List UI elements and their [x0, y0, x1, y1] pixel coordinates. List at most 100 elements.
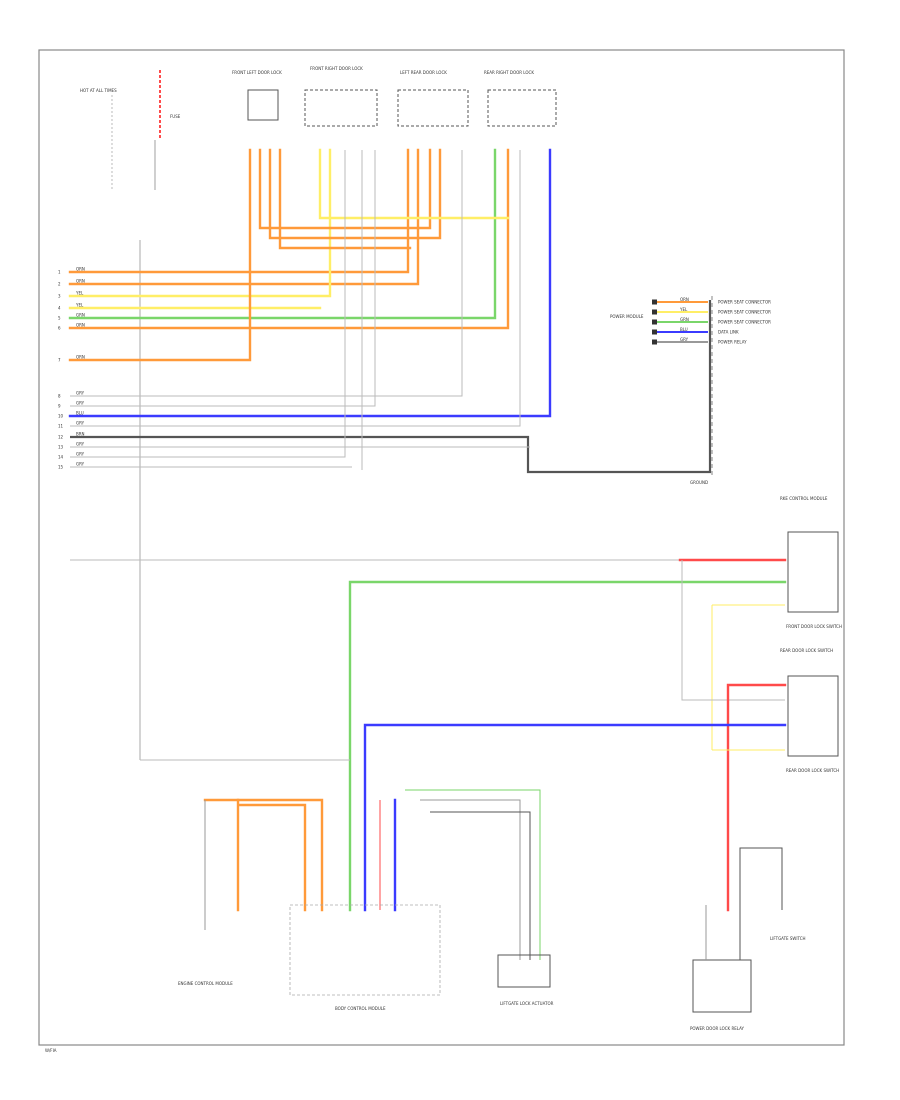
wire-orange-1 — [68, 148, 410, 274]
right-module-pin-code: BLU — [680, 327, 688, 332]
left-wire-code: GRN — [76, 313, 85, 318]
right-module-pin-code: ORN — [680, 297, 689, 302]
rear-left-door-lock — [397, 89, 469, 127]
bcm-wire-dark — [430, 811, 531, 960]
left-wire-code: GRY — [76, 442, 85, 447]
left-wire-code: ORN — [76, 323, 85, 328]
bottom-components: ENGINE CONTROL MODULE BODY CONTROL MODUL… — [140, 759, 806, 1031]
switch2-wire-blue — [363, 723, 787, 912]
bcm-outline — [289, 904, 441, 996]
right-module-pins: ORN POWER SEAT CONNECTOR YEL POWER SEAT CON… — [652, 297, 771, 345]
top-component-label: FRONT RIGHT DOOR LOCK — [310, 66, 363, 71]
left-pin-number: 14 — [58, 455, 64, 460]
wire-dark-12 — [70, 300, 712, 474]
switch2-wire-red — [726, 683, 787, 912]
right-module-title: POWER MODULE — [610, 314, 644, 319]
left-wire-code: YEL — [75, 303, 84, 308]
diagram-frame — [38, 49, 845, 1046]
wire-orange-2 — [68, 148, 420, 286]
left-wire-code: ORN — [76, 355, 85, 360]
fuse-label: FUSE — [170, 114, 181, 119]
wire-orange-loop-c — [278, 148, 412, 250]
left-pin-number: 1 — [58, 270, 61, 275]
left-wire-code: GRY — [76, 391, 85, 396]
wire-yellow-3 — [68, 148, 332, 298]
bottom-orange-b — [236, 798, 307, 912]
left-pin-number: 10 — [58, 414, 64, 419]
top-component-label: FRONT LEFT DOOR LOCK — [232, 70, 282, 75]
switch-caption: REAR DOOR LOCK SWITCH — [786, 768, 839, 773]
bcm-wire-green — [405, 789, 541, 960]
switch-wire-gray — [681, 560, 785, 701]
right-module-pin-terminal — [652, 309, 657, 315]
right-module-pin-terminal — [652, 339, 657, 345]
hot-feed-group: HOT AT ALL TIMES FUSE — [80, 70, 181, 760]
front-door-lock-switch — [787, 531, 839, 613]
left-pin-number: 4 — [58, 306, 61, 311]
left-pin-number: 6 — [58, 326, 61, 331]
left-pin-number: 11 — [58, 424, 64, 429]
right-module-pin-label: POWER RELAY — [718, 340, 747, 345]
switch-caption: FRONT DOOR LOCK SWITCH — [786, 624, 842, 629]
relay-feed-dark — [739, 847, 783, 960]
top-components: FRONT LEFT DOOR LOCK FRONT RIGHT DOOR LO… — [232, 66, 557, 127]
wire-orange-loop-b — [268, 148, 442, 240]
right-module-pin-code: GRN — [680, 317, 689, 322]
right-module-pin-label: POWER SEAT CONNECTOR — [718, 300, 771, 305]
left-wire-code: GRY — [76, 421, 85, 426]
left-pin-number: 13 — [58, 445, 64, 450]
bottom-component-label: BODY CONTROL MODULE — [335, 1006, 386, 1011]
right-module-bottom-label: GROUND — [690, 480, 708, 485]
left-pin-number: 3 — [58, 294, 61, 299]
front-right-door-lock — [304, 89, 378, 127]
left-wire-code: BRN — [76, 432, 85, 437]
bottom-component-label: POWER DOOR LOCK RELAY — [690, 1026, 744, 1031]
wire-green-5 — [68, 148, 497, 320]
switch-title: RKE CONTROL MODULE — [780, 496, 828, 501]
bottom-component-label: LIFTGATE LOCK ACTUATOR — [500, 1001, 554, 1006]
left-wire-code: ORN — [76, 279, 85, 284]
wire-orange-6 — [68, 148, 510, 330]
top-component-label: LEFT REAR DOOR LOCK — [400, 70, 447, 75]
wire-yellow-loop — [318, 148, 510, 220]
right-module-pin-label: POWER SEAT CONNECTOR — [718, 310, 771, 315]
harness-wires — [68, 148, 712, 474]
bcm-wire-gray — [420, 799, 521, 960]
switch-wire-green — [348, 580, 787, 912]
left-pin-number: 15 — [58, 465, 64, 470]
right-module-pin-terminal — [652, 329, 657, 335]
left-wire-code: GRY — [76, 462, 85, 467]
switch-wire-yellow — [711, 604, 785, 750]
rear-door-lock-switch — [787, 675, 839, 757]
right-module-pin-label: DATA LINK — [718, 330, 739, 335]
wire-gray-14 — [70, 150, 346, 458]
left-pin-number: 2 — [58, 282, 61, 287]
left-wire-code: YEL — [75, 291, 84, 296]
hot-label: HOT AT ALL TIMES — [80, 88, 117, 93]
right-module-pin-code: GRY — [680, 337, 689, 342]
power-door-lock-relay — [692, 959, 752, 1013]
front-left-door-lock — [247, 89, 279, 121]
bottom-component-label: ENGINE CONTROL MODULE — [178, 981, 233, 986]
right-module-pin-terminal — [652, 319, 657, 325]
rear-right-door-lock — [487, 89, 557, 127]
wire-gray-9 — [70, 150, 376, 407]
left-wire-code: ORN — [76, 267, 85, 272]
footer-label: W/FIA — [45, 1048, 57, 1053]
right-module-pin-terminal — [652, 299, 657, 305]
left-pin-number: 12 — [58, 435, 64, 440]
left-wire-code: GRY — [76, 452, 85, 457]
left-wire-code: GRY — [76, 401, 85, 406]
right-power-module: POWER MODULE ORN POWER SEAT CONNECTOR YEL P… — [610, 296, 771, 485]
wire-blue-10 — [68, 148, 552, 418]
switch-title: REAR DOOR LOCK SWITCH — [780, 648, 833, 653]
right-module-pin-code: YEL — [679, 307, 688, 312]
wire-gray-11 — [70, 150, 521, 427]
left-pin-number: 8 — [58, 394, 61, 399]
liftgate-lock-actuator — [497, 954, 551, 988]
bottom-component-label: LIFTGATE SWITCH — [770, 936, 806, 941]
left-pin-number: 5 — [58, 316, 61, 321]
right-module-pin-label: POWER SEAT CONNECTOR — [718, 320, 771, 325]
wire-orange-7 — [68, 148, 252, 362]
